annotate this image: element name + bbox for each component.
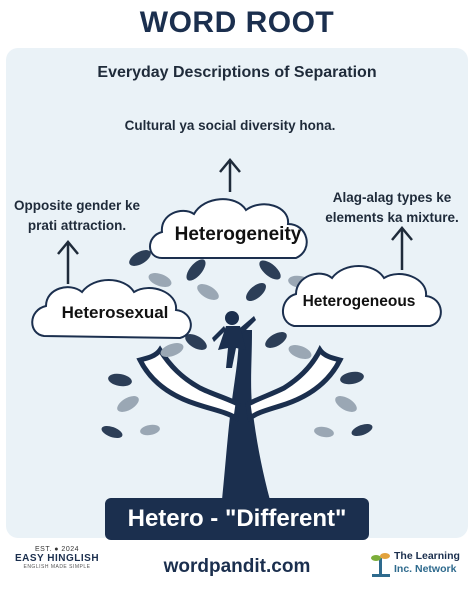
arrow-up-icon-center xyxy=(219,158,241,192)
meaning-left: Opposite gender ke prati attraction. xyxy=(13,198,141,233)
website-link[interactable]: wordpandit.com xyxy=(163,556,311,577)
cloud-center xyxy=(149,198,308,259)
child-figure xyxy=(212,311,256,368)
poster-subtitle: Everyday Descriptions of Separation xyxy=(97,64,377,81)
arrow-up-icon-right xyxy=(391,226,413,270)
tree-trunk xyxy=(222,330,270,500)
word-heterogeneous: Heterogeneous xyxy=(302,293,416,310)
logo-name: EASY HINGLISH xyxy=(14,553,100,564)
word-heterosexual: Heterosexual xyxy=(61,303,169,322)
cloud-left xyxy=(31,279,192,340)
easy-hinglish-logo: EST. ● 2024 EASY HINGLISH ENGLISH MADE S… xyxy=(12,546,102,570)
word-heterogeneity: Heterogeneity xyxy=(174,224,302,245)
learning-inc-name: The Learning Inc. Network xyxy=(394,550,460,575)
plant-icon xyxy=(371,553,390,577)
footer xyxy=(0,540,474,592)
root-banner: Hetero - "Different" xyxy=(105,498,369,540)
logo-established: EST. ● 2024 xyxy=(35,546,79,553)
arrow-up-icon-left xyxy=(57,240,79,284)
cloud-right xyxy=(282,265,442,327)
right-hand xyxy=(245,345,344,423)
meaning-center: Cultural ya social diversity hona. xyxy=(124,118,336,133)
left-hand xyxy=(136,345,241,423)
page-title: WORD ROOT xyxy=(139,6,335,39)
logo-tagline: ENGLISH MADE SIMPLE xyxy=(23,564,91,570)
meaning-right: Alag-alag types ke elements ka mixture. xyxy=(325,190,459,225)
